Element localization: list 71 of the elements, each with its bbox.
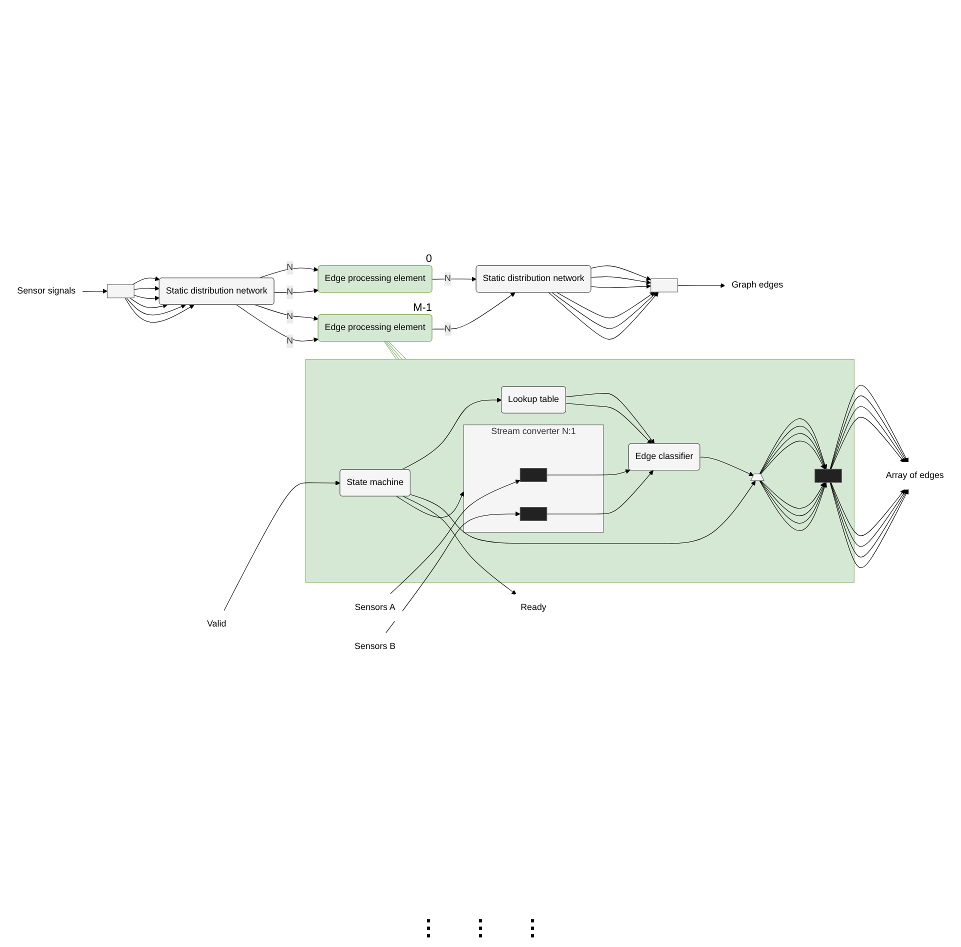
arrow — [830, 406, 906, 470]
arrow — [126, 298, 186, 316]
arrow — [546, 469, 630, 476]
edge-label: N — [444, 274, 451, 284]
arrow — [548, 292, 659, 340]
arrow — [760, 480, 825, 509]
ellipsis-mark: ⋮ — [522, 915, 544, 941]
connector — [388, 341, 407, 360]
node-text: Ready — [520, 602, 546, 612]
arrow — [224, 480, 340, 612]
ellipsis-mark: ⋮ — [418, 915, 440, 941]
arrow — [590, 284, 652, 289]
arrow — [274, 288, 319, 294]
arrow — [760, 480, 826, 524]
arrow — [432, 276, 477, 282]
arrow — [590, 266, 652, 280]
arrow — [124, 298, 194, 323]
node-bar — [650, 278, 678, 292]
arrow — [385, 512, 520, 634]
arrow — [236, 304, 319, 342]
cluster: Stream converter N:1 — [463, 424, 604, 533]
index-label: M-1 — [413, 302, 432, 314]
arrow — [254, 304, 319, 321]
cluster — [305, 359, 854, 583]
node-text: Sensors B — [354, 642, 396, 651]
arrow — [401, 398, 502, 470]
ellipsis-mark: ⋮ — [470, 915, 492, 941]
arrow — [830, 416, 905, 470]
arrow — [566, 403, 652, 444]
edge-label: N — [286, 336, 294, 346]
node-bar — [814, 468, 842, 483]
node-text: Array of edges — [886, 470, 944, 480]
arrow — [132, 276, 160, 285]
arrow — [396, 491, 464, 518]
arrow — [556, 292, 655, 318]
arrow — [566, 392, 655, 444]
arrow — [677, 283, 726, 288]
edge-label: N — [444, 324, 451, 334]
edge-label: N — [286, 287, 294, 297]
arrow — [830, 482, 907, 547]
edge-label: N — [286, 262, 294, 272]
arrow — [590, 276, 652, 285]
node-trapezoid — [750, 474, 765, 481]
arrow — [82, 288, 108, 294]
arrow — [759, 480, 827, 531]
arrow — [760, 480, 826, 516]
arrow — [760, 433, 826, 474]
arrow — [130, 298, 168, 308]
arrow — [134, 286, 160, 291]
node-bar — [520, 507, 548, 521]
node-bar — [107, 284, 134, 298]
node-text: Sensor signals — [17, 286, 76, 296]
arrow — [432, 292, 516, 330]
edge-label: N — [286, 312, 294, 322]
arrow — [546, 470, 654, 514]
node-bar — [520, 468, 548, 482]
arrow — [402, 496, 516, 595]
node-text: Valid — [207, 619, 226, 629]
arrow — [389, 480, 520, 595]
arrow — [760, 440, 825, 474]
node-text: Graph edges — [732, 280, 784, 290]
connector — [386, 341, 402, 360]
connector — [384, 341, 400, 360]
arrow — [552, 292, 658, 329]
arrow — [410, 480, 756, 544]
arrow — [700, 456, 754, 476]
index-label: 0 — [426, 252, 432, 265]
arrow — [830, 482, 905, 536]
arrow — [258, 266, 319, 278]
connector — [384, 341, 397, 360]
arrow — [134, 294, 160, 301]
